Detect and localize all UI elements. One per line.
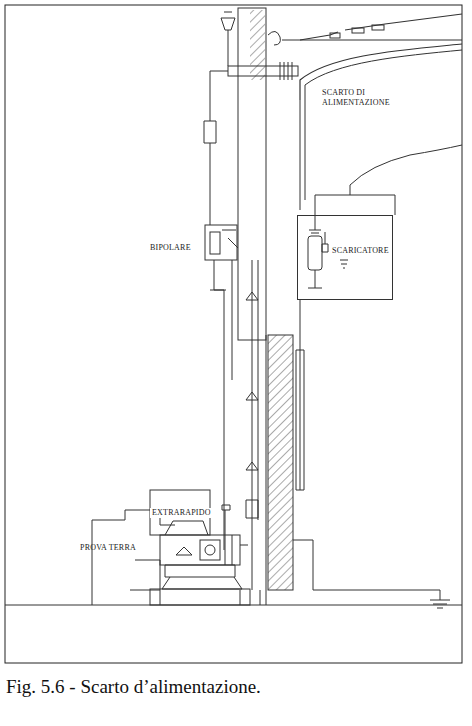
earth-symbol bbox=[430, 600, 450, 608]
part-label: SCARTO DI ALIMENTAZIONE bbox=[322, 88, 412, 107]
part-label: EXTRARAPIDO bbox=[150, 508, 213, 518]
earth-conductor bbox=[296, 300, 304, 490]
arrester-box: SCARICATORE bbox=[297, 215, 393, 300]
box-label: SCARICATORE bbox=[332, 246, 389, 255]
down-cable bbox=[252, 260, 258, 590]
hook bbox=[268, 31, 280, 45]
part-label: PROVA TERRA bbox=[80, 543, 136, 553]
circuit-breaker bbox=[150, 490, 250, 605]
catenary bbox=[282, 40, 462, 41]
arrester-lead bbox=[315, 145, 462, 215]
wall bbox=[268, 335, 293, 590]
part-label: BIPOLARE bbox=[150, 243, 191, 253]
frame bbox=[5, 5, 462, 663]
figure-caption: Fig. 5.6 - Scarto d’alimentazione. bbox=[6, 676, 261, 698]
prova-terra-housing bbox=[92, 510, 175, 605]
lead bbox=[204, 71, 228, 225]
